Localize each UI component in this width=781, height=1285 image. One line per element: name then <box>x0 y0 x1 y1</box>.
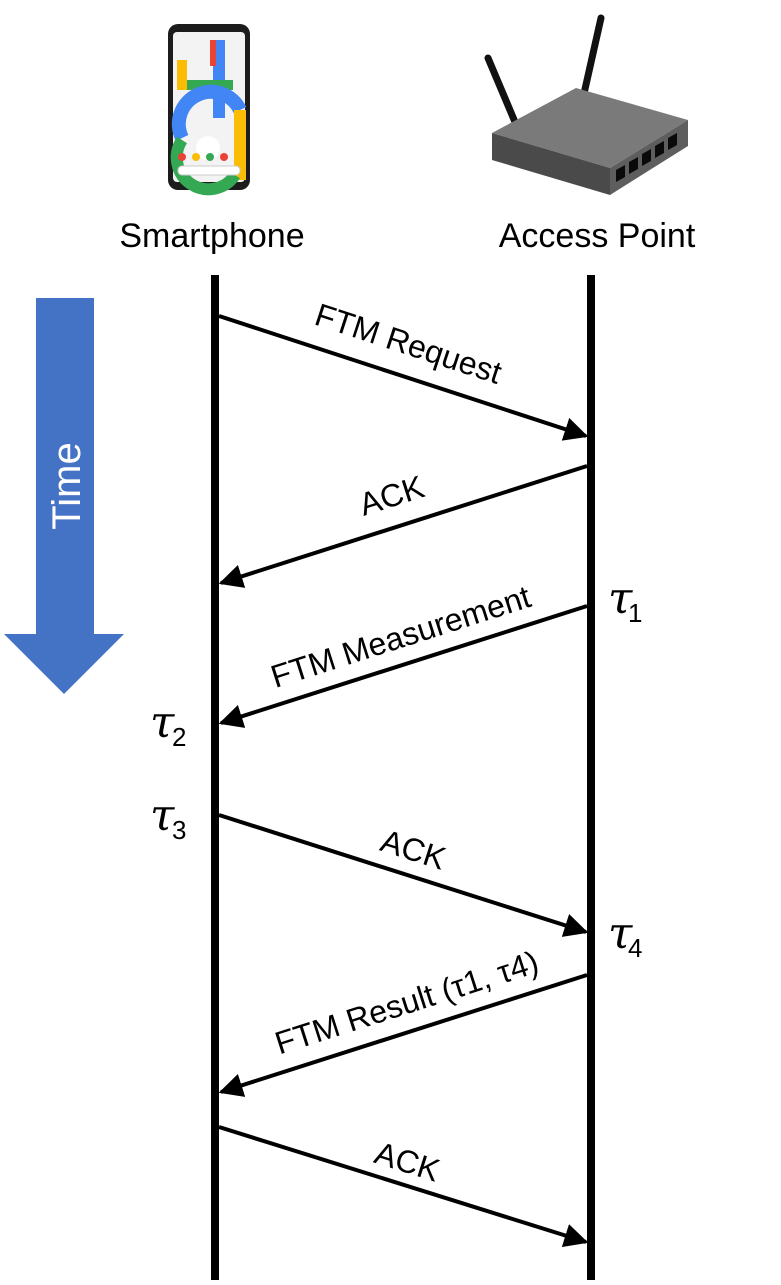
time-arrow: Time <box>4 298 124 694</box>
svg-text:τ: τ <box>150 697 175 748</box>
svg-text:τ: τ <box>608 908 633 959</box>
svg-text:τ: τ <box>150 790 175 841</box>
svg-text:3: 3 <box>172 815 186 845</box>
message-label-ack-1: ACK <box>355 468 429 522</box>
timestamp-tau-1: τ 1 <box>608 573 642 628</box>
timestamp-tau-4: τ 4 <box>608 908 642 963</box>
time-label: Time <box>45 442 89 529</box>
svg-text:τ: τ <box>608 573 633 624</box>
timestamp-tau-2: τ 2 <box>150 697 186 752</box>
svg-text:1: 1 <box>628 598 642 628</box>
message-arrow-ftm-request <box>218 314 589 441</box>
wifi-router-icon <box>484 14 688 195</box>
participant-access-point-label: Access Point <box>499 217 696 255</box>
message-arrow-ack-2 <box>218 813 589 937</box>
message-arrow-ack-1 <box>218 464 588 588</box>
svg-text:2: 2 <box>172 722 186 752</box>
message-label-ack-3: ACK <box>371 1134 445 1188</box>
smartphone-icon <box>168 24 250 196</box>
message-arrow-ftm-measurement <box>218 604 588 728</box>
message-arrow-ftm-result <box>218 973 588 1097</box>
participant-smartphone-label: Smartphone <box>119 217 304 255</box>
svg-text:4: 4 <box>628 933 642 963</box>
timestamp-tau-3: τ 3 <box>150 790 186 845</box>
message-arrow-ack-3 <box>218 1125 589 1247</box>
